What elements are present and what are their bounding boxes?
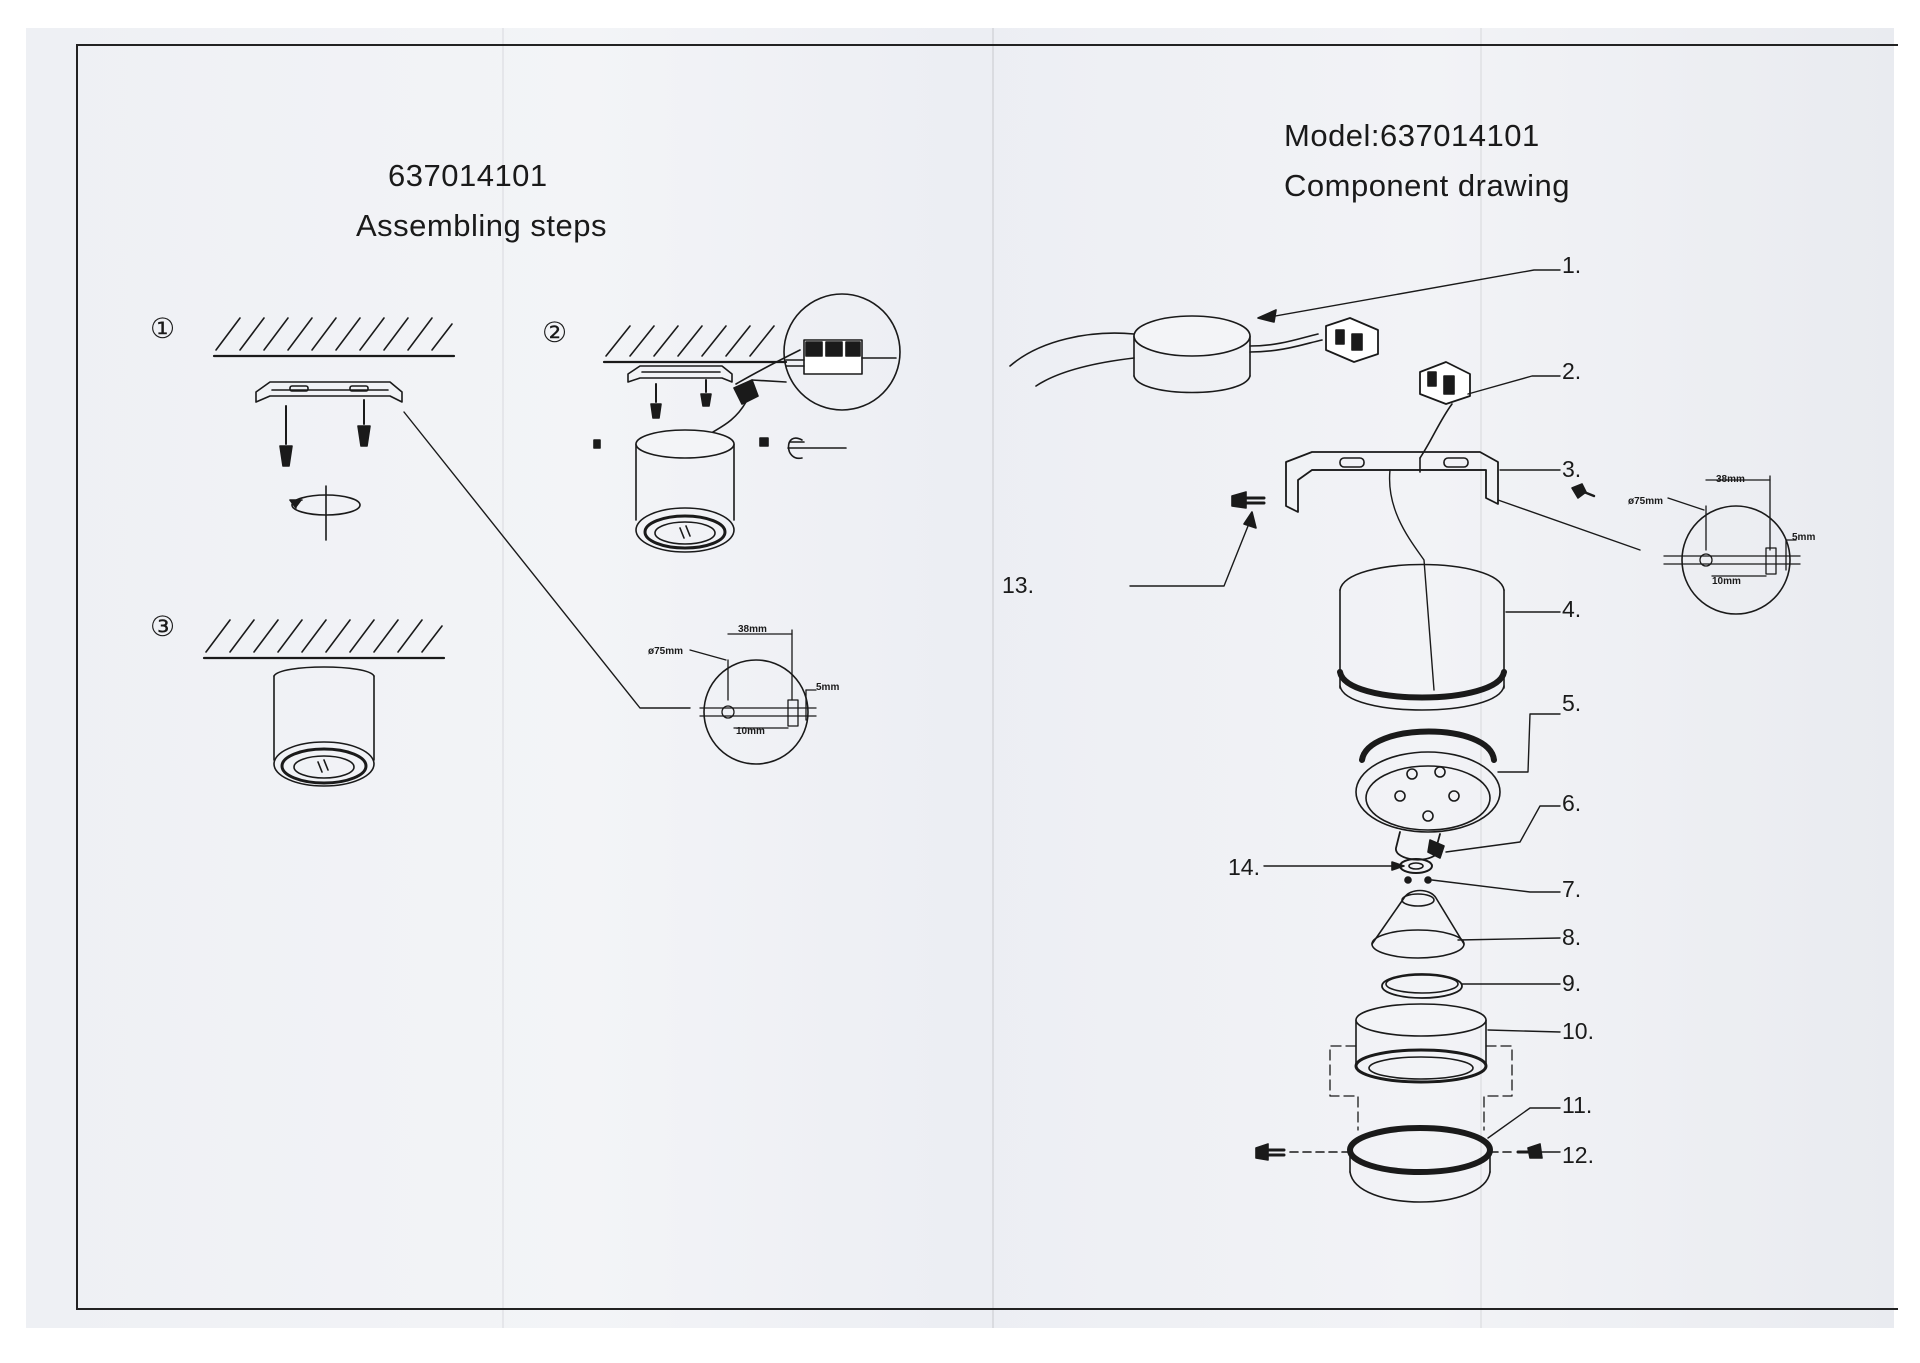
part-label-4: 4.	[1562, 596, 1582, 622]
screw-icon	[280, 406, 292, 466]
part-label-6: 6.	[1562, 790, 1582, 816]
mounting-bracket	[628, 366, 732, 382]
component-2-plug	[1420, 362, 1560, 458]
step-1-drawing	[214, 318, 690, 708]
component-4-housing	[1340, 565, 1560, 711]
detail-right-dim-10: 10mm	[1712, 576, 1741, 587]
component-6-socket	[1396, 806, 1560, 860]
bracket-detail-left	[690, 630, 816, 764]
step-2-drawing	[594, 294, 900, 552]
mounting-bracket	[256, 382, 402, 402]
screw-icon	[701, 380, 711, 406]
component-8-reflector	[1372, 891, 1560, 959]
model-title: Model:637014101	[1284, 118, 1540, 153]
terminal-block-magnified	[752, 294, 900, 410]
component-10-cover	[1356, 1004, 1560, 1082]
detail-dim-10: 10mm	[736, 726, 765, 737]
step-2-label: ②	[542, 317, 568, 348]
ceiling-hatch	[216, 318, 452, 350]
part-label-8: 8.	[1562, 924, 1582, 950]
detail-right-dim-75: ø75mm	[1628, 496, 1664, 507]
component-screw-small	[1572, 484, 1594, 498]
step-3-drawing	[204, 620, 444, 786]
fold-line	[502, 28, 504, 1328]
part-label-10: 10.	[1562, 1018, 1594, 1044]
part-label-12: 12.	[1562, 1142, 1594, 1168]
rotate-arrow-icon	[788, 438, 846, 458]
detail-dim-38: 38mm	[738, 624, 767, 635]
component-12-screw	[1256, 1144, 1560, 1160]
part-label-9: 9.	[1562, 970, 1582, 996]
lamp-body	[636, 430, 734, 552]
part-label-3: 3.	[1562, 456, 1582, 482]
fold-line	[1480, 28, 1482, 1328]
scanned-sheet	[26, 28, 1894, 1328]
rotate-arrow-icon	[290, 486, 360, 540]
part-label-14: 14.	[1228, 854, 1260, 880]
component-5-led-module	[1356, 714, 1560, 832]
component-11-ring	[1350, 1108, 1560, 1202]
component-13-screw	[1130, 492, 1264, 586]
part-label-5: 5.	[1562, 690, 1582, 716]
screw-icon	[760, 438, 768, 446]
part-label-13: 13.	[1002, 572, 1034, 598]
component-9-lens	[1382, 974, 1560, 998]
assembling-steps-title: Assembling steps	[356, 208, 607, 243]
bracket-detail-right	[1664, 476, 1800, 614]
ceiling-hatch	[606, 326, 774, 356]
assembly-guide-lines	[1330, 1046, 1512, 1130]
detail-right-dim-5: 5mm	[1792, 532, 1816, 543]
part-label-2: 2.	[1562, 358, 1582, 384]
model-code: 637014101	[388, 158, 548, 193]
component-14-washer	[1264, 859, 1432, 873]
page-border	[76, 44, 1898, 1310]
part-label-11: 11.	[1562, 1092, 1593, 1118]
component-1-driver	[1010, 270, 1560, 393]
part-label-7: 7.	[1562, 876, 1582, 902]
detail-dim-5: 5mm	[816, 682, 840, 693]
screw-icon	[651, 384, 661, 418]
component-7-nut	[1405, 877, 1560, 892]
plug-icon	[1326, 318, 1378, 362]
detail-dim-75: ø75mm	[648, 646, 684, 657]
center-fold-line	[992, 28, 994, 1328]
part-label-1: 1.	[1562, 252, 1582, 278]
ceiling-hatch	[206, 620, 442, 652]
step-1-label: ①	[150, 313, 176, 344]
lamp-body	[274, 667, 374, 786]
step-3-label: ③	[150, 611, 176, 642]
component-drawing-title: Component drawing	[1284, 168, 1570, 203]
component-3-bracket	[1286, 452, 1640, 550]
screw-icon	[594, 440, 600, 448]
screw-icon	[358, 400, 370, 446]
